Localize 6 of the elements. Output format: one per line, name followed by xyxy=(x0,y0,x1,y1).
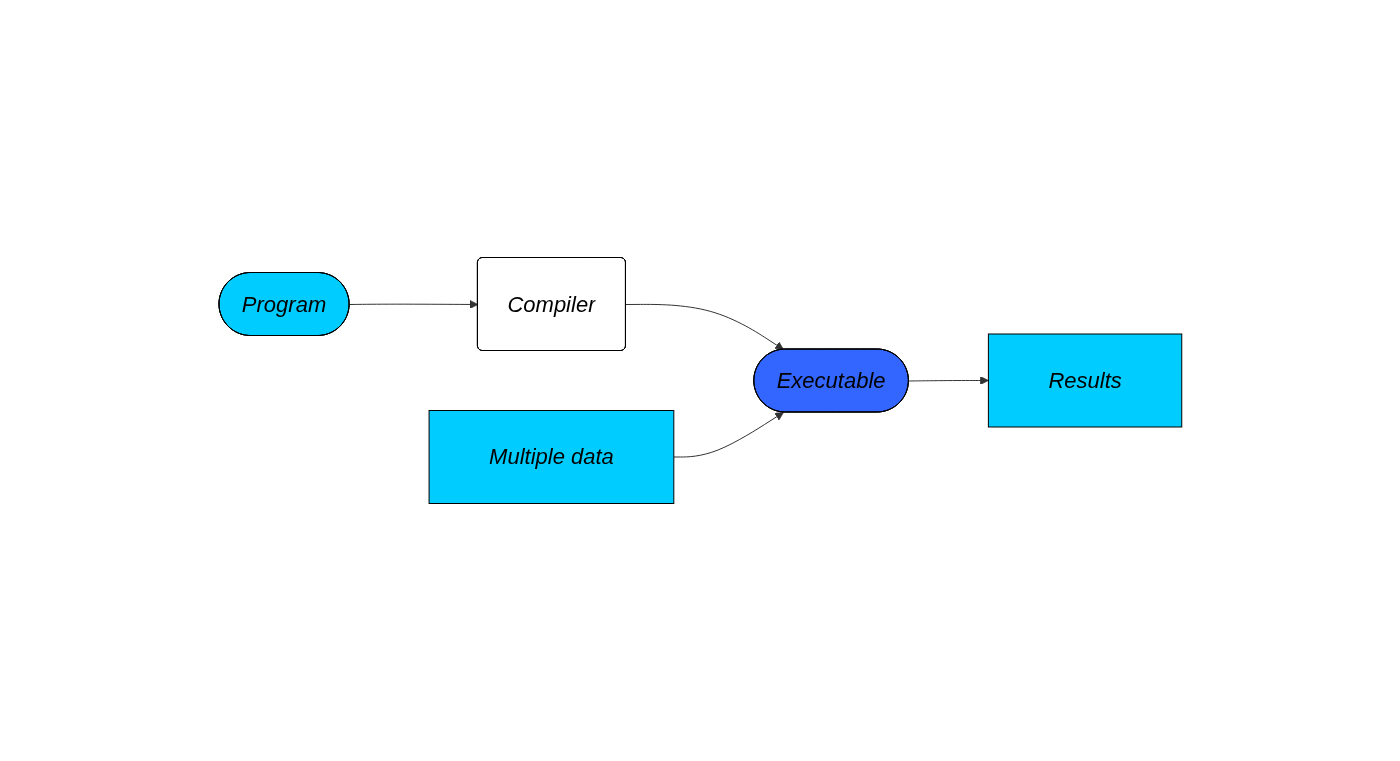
arrow xyxy=(625,303,784,350)
node-box: Results xyxy=(987,333,1182,428)
node-box: Multiple data xyxy=(428,410,674,504)
arrow xyxy=(908,376,989,385)
arrow xyxy=(348,300,478,309)
arrow xyxy=(672,412,784,458)
